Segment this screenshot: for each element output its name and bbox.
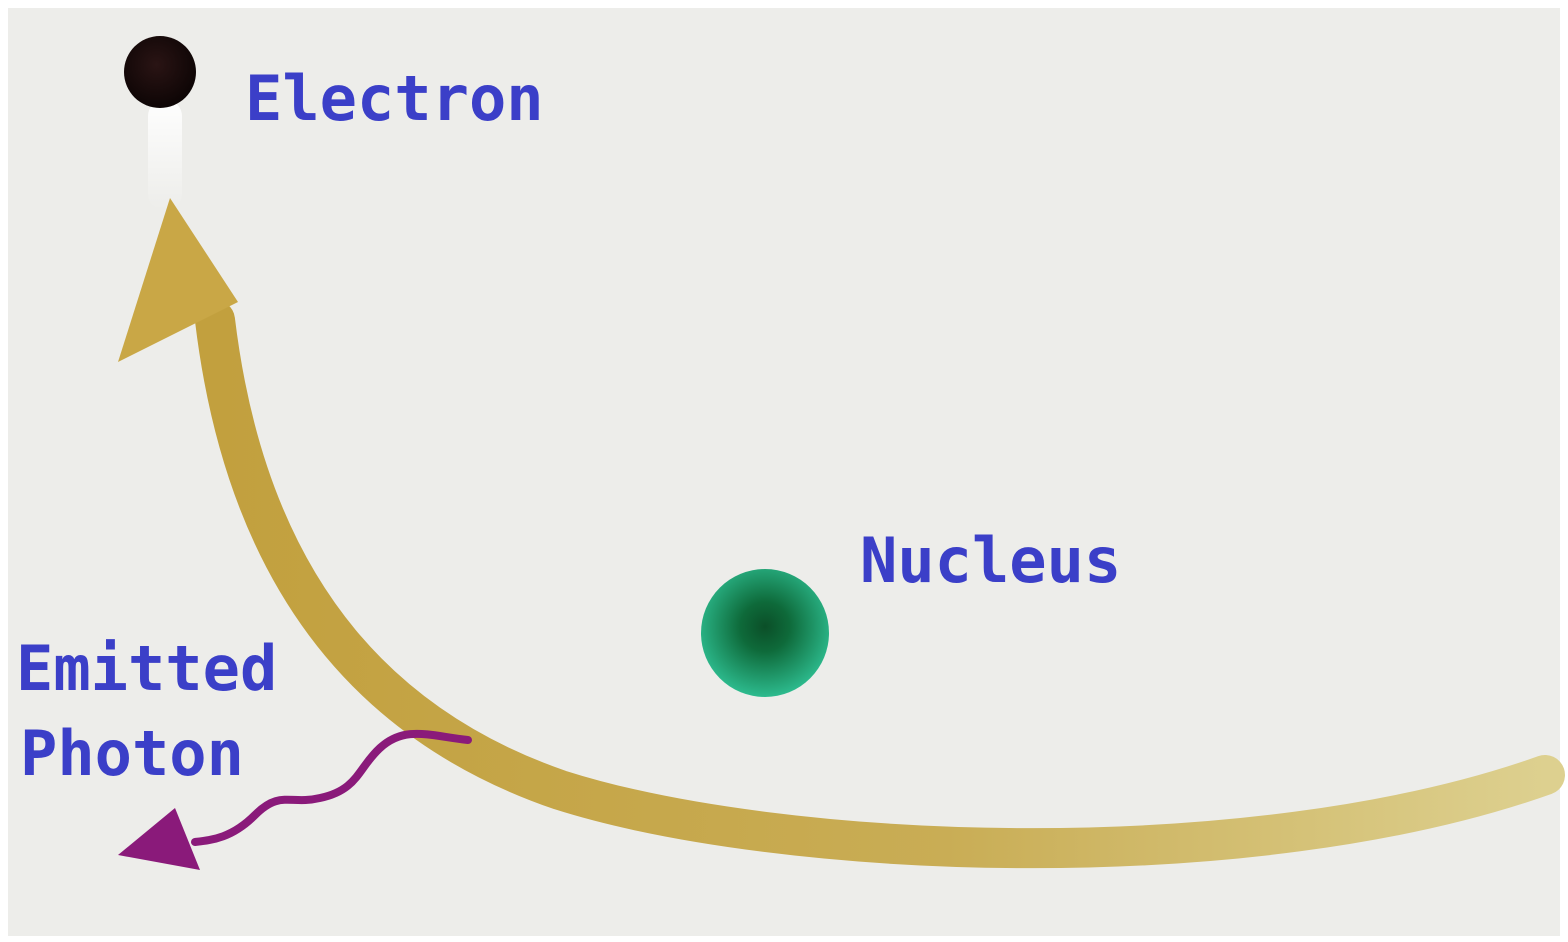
electron-path-arrow	[118, 198, 1565, 869]
emitted-photon-label-line2: Photon	[20, 717, 244, 790]
nucleus-particle	[701, 569, 829, 697]
photon-wave-arrow	[118, 729, 472, 870]
photon-wave-line	[191, 729, 472, 846]
electron-path-arrowhead	[118, 198, 238, 362]
electron-particle	[124, 36, 196, 108]
electron-path-curve	[195, 300, 1565, 869]
photon-arrowhead	[118, 808, 200, 870]
emitted-photon-label-line1: Emitted	[16, 632, 277, 705]
electron-label: Electron	[245, 62, 544, 135]
electron-trail	[148, 100, 182, 210]
nucleus-label: Nucleus	[860, 524, 1121, 597]
